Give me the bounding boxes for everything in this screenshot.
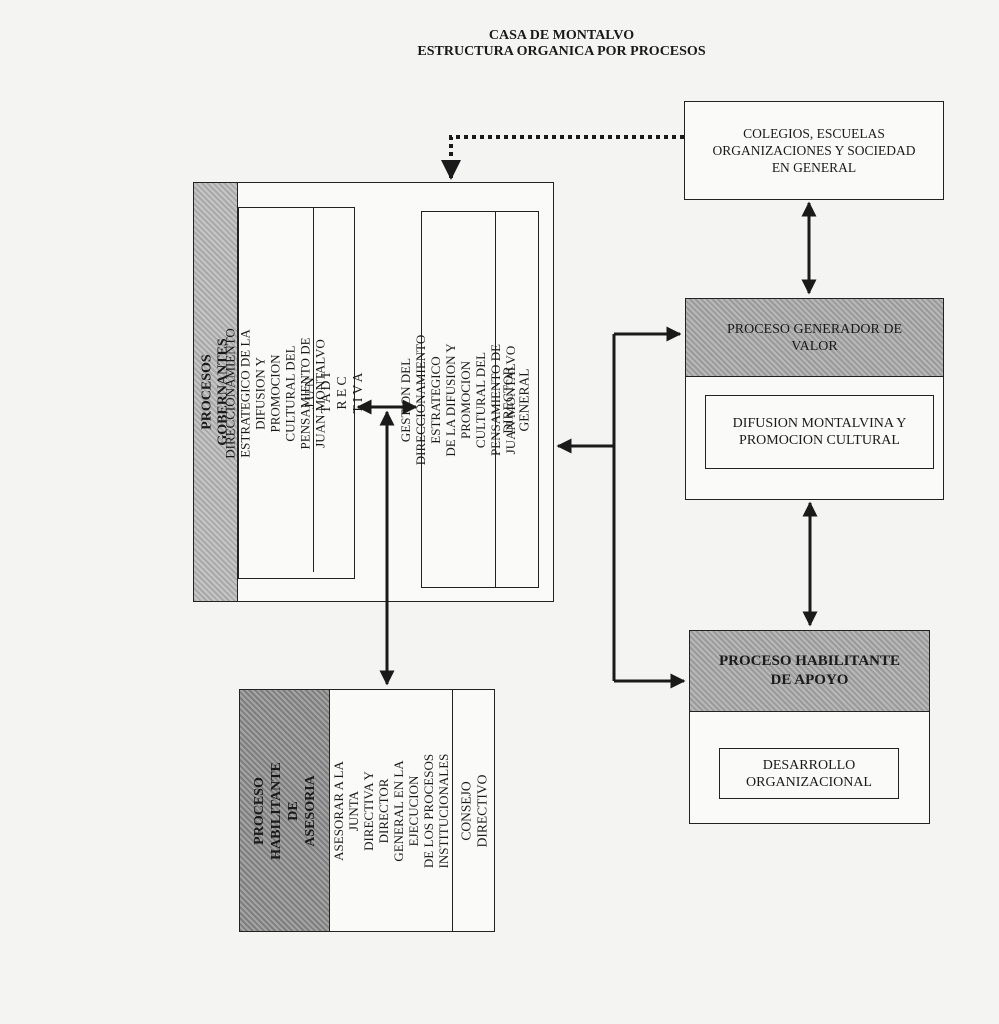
external-stakeholders-text: COLEGIOS, ESCUELAS ORGANIZACIONES Y SOCI… bbox=[712, 126, 916, 175]
diagram-title: CASA DE MONTALVO bbox=[488, 28, 635, 43]
generador-header-band bbox=[685, 298, 944, 377]
external-stakeholders-box bbox=[684, 101, 944, 200]
junta-divider bbox=[313, 207, 315, 572]
generador-item-text: DIFUSION MONTALVINA Y PROMOCION CULTURAL bbox=[732, 416, 907, 448]
generador-label: PROCESO GENERADOR DE VALOR bbox=[726, 321, 902, 354]
apoyo-label: PROCESO HABILITANTE DE APOYO bbox=[718, 653, 900, 688]
junta-directiva-box bbox=[238, 207, 355, 579]
asesoria-divider bbox=[452, 689, 454, 932]
apoyo-item-box bbox=[719, 748, 899, 799]
asesoria-label-band bbox=[239, 689, 330, 932]
generador-item-box bbox=[705, 395, 934, 469]
apoyo-header-band bbox=[689, 630, 930, 712]
dotted-connector bbox=[441, 135, 684, 180]
director-general-box bbox=[421, 211, 539, 588]
gobernantes-label-band bbox=[193, 182, 238, 602]
diagram-subtitle: ESTRUCTURA ORGANICA POR PROCESOS bbox=[417, 44, 706, 59]
director-divider bbox=[495, 211, 497, 588]
apoyo-item-text: DESARROLLO ORGANIZACIONAL bbox=[746, 757, 872, 790]
